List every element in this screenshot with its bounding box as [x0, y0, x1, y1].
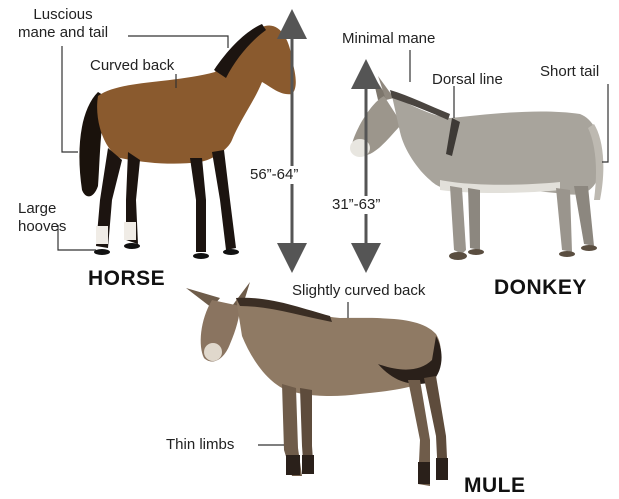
- large-hooves-label: Large hooves: [18, 200, 66, 236]
- mule-illustration: [186, 282, 448, 486]
- thin-limbs-label: Thin limbs: [166, 436, 234, 454]
- donkey-height-label: 31”-63”: [330, 196, 382, 214]
- donkey-illustration: [350, 74, 603, 260]
- horse-title: HORSE: [88, 267, 165, 291]
- mane-tail-leader-left: [62, 46, 78, 152]
- horse-height-label: 56”-64”: [248, 166, 300, 184]
- donkey-title: DONKEY: [494, 276, 587, 300]
- short-tail-leader: [602, 84, 608, 162]
- short-tail-label: Short tail: [540, 63, 599, 81]
- mule-title: MULE: [464, 474, 526, 498]
- curved-back-label: Curved back: [90, 57, 174, 75]
- dorsal-line-label: Dorsal line: [432, 71, 503, 89]
- minimal-mane-label: Minimal mane: [342, 30, 435, 48]
- mane-tail-leader-top: [128, 36, 228, 48]
- luscious-mane-label: Luscious mane and tail: [18, 6, 108, 42]
- slightly-curved-back-label: Slightly curved back: [292, 282, 425, 300]
